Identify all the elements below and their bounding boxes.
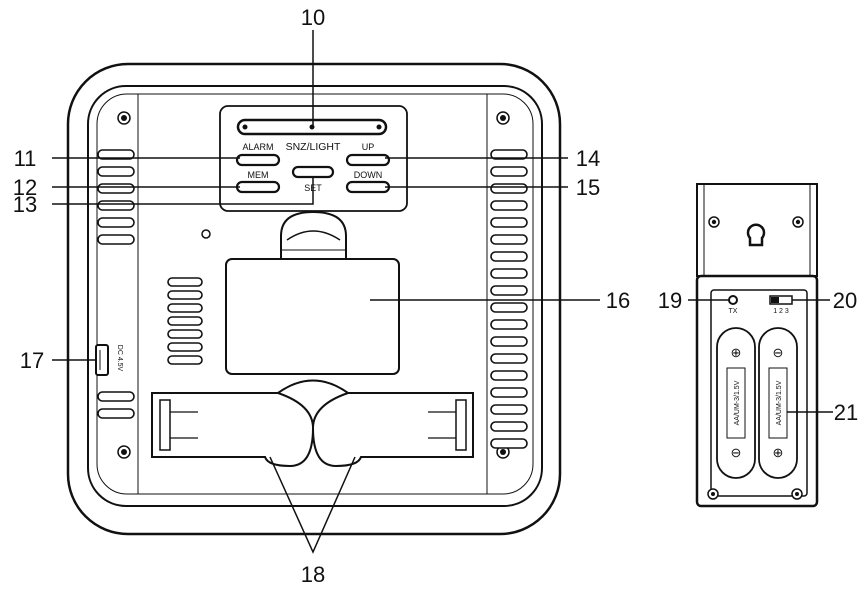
- battery-clip-right: [455, 399, 467, 451]
- stand-cover[interactable]: [225, 258, 400, 375]
- vent-slot: [490, 200, 528, 211]
- vent-slots-right: [490, 149, 528, 449]
- speaker-slot: [167, 329, 203, 339]
- vent-slot: [490, 149, 528, 160]
- channel-switch-knob: [771, 297, 779, 303]
- leader-lines: [52, 30, 833, 554]
- up-button-label: UP: [362, 142, 375, 152]
- vent-slot: [490, 251, 528, 262]
- hinge-curve: [286, 230, 341, 241]
- vent-slot: [490, 421, 528, 432]
- alarm-button-label: ALARM: [242, 142, 273, 152]
- callout-11: 11: [14, 146, 37, 171]
- tx-label: TX: [729, 308, 738, 315]
- dc-jack[interactable]: [95, 344, 109, 376]
- main-inner-frame: [96, 93, 534, 495]
- mem-button[interactable]: [235, 180, 281, 194]
- speaker-grille: [167, 277, 203, 365]
- callout-14: 14: [576, 146, 600, 171]
- battery-notch-top: [277, 379, 349, 394]
- callout-16: 16: [606, 288, 630, 313]
- screw-bottom-right: [496, 445, 510, 459]
- callout-18: 18: [301, 562, 325, 587]
- sensor-unit: TX 1 2 3 ⊕ AA/UM-3/1.5V ⊖ ⊖ AA/UM-3/1.5V…: [695, 183, 819, 508]
- vent-slot: [97, 149, 135, 160]
- callout-13: 13: [13, 192, 37, 217]
- callout-12: 12: [13, 175, 37, 200]
- vent-slot: [490, 234, 528, 245]
- dc-jack-label: DC 4.5V: [116, 345, 123, 372]
- screw-top-left: [117, 111, 131, 125]
- callout-10: 10: [301, 5, 325, 30]
- callout-20: 20: [833, 288, 857, 313]
- reset-hole: [201, 229, 211, 239]
- battery-left-label: AA/UM-3/1.5V: [734, 380, 741, 425]
- snz-bar-dot-right: [376, 124, 382, 130]
- vent-slot: [490, 217, 528, 228]
- vent-slot: [490, 353, 528, 364]
- callout-19: 19: [658, 288, 682, 313]
- battery-right-plus: ⊕: [773, 445, 784, 460]
- stand-hinge: [280, 210, 347, 258]
- vent-slot: [97, 166, 135, 177]
- vent-slot: [97, 183, 135, 194]
- speaker-slot: [167, 355, 203, 365]
- mem-button-label: MEM: [248, 170, 269, 180]
- sensor-battery-left: ⊕ AA/UM-3/1.5V ⊖: [716, 327, 756, 479]
- battery-slot-left[interactable]: [151, 392, 315, 468]
- screw-top-right: [496, 111, 510, 125]
- vent-slots-left: [97, 149, 135, 419]
- vent-slot: [490, 387, 528, 398]
- battery-compartment: [151, 379, 474, 468]
- down-button-label: DOWN: [354, 170, 383, 180]
- snz-light-label: SNZ/LIGHT: [286, 141, 341, 153]
- vent-slot: [490, 319, 528, 330]
- battery-right-label-box: [768, 367, 788, 439]
- battery-left-plus: ⊕: [731, 345, 742, 360]
- vent-slot: [97, 391, 135, 402]
- up-button[interactable]: [345, 153, 391, 167]
- callout-21: 21: [834, 400, 858, 425]
- speaker-slot: [167, 316, 203, 326]
- sensor-battery-right: ⊖ AA/UM-3/1.5V ⊕: [758, 327, 798, 479]
- battery-left-minus: ⊖: [731, 445, 742, 460]
- snz-bar-dot-left: [242, 124, 248, 130]
- battery-slot-right[interactable]: [311, 392, 474, 468]
- callout-17: 17: [20, 348, 44, 373]
- battery-right-minus: ⊖: [773, 345, 784, 360]
- speaker-slot: [167, 290, 203, 300]
- alarm-button[interactable]: [235, 153, 281, 167]
- speaker-slot: [167, 277, 203, 287]
- main-unit: SNZ/LIGHT ALARM UP MEM SET DOWN DC 4.5V: [66, 62, 562, 536]
- down-button[interactable]: [345, 180, 391, 194]
- vent-slot: [490, 302, 528, 313]
- vent-slot: [490, 370, 528, 381]
- set-button[interactable]: [291, 165, 335, 179]
- battery-left-label-box: [726, 367, 746, 439]
- vent-slot: [490, 404, 528, 415]
- vent-slot: [97, 217, 135, 228]
- keyhole-hanger: [746, 223, 766, 247]
- speaker-slot: [167, 303, 203, 313]
- vent-slot: [490, 183, 528, 194]
- battery-clip-left: [159, 399, 171, 451]
- vent-slot: [490, 166, 528, 177]
- leader-13: [52, 178, 314, 205]
- vent-slot: [490, 438, 528, 449]
- vent-slot: [97, 408, 135, 419]
- callout-numbers: 10 11 12 13 14 15 16 17 18 19 20 21: [13, 5, 858, 587]
- vent-slot: [490, 285, 528, 296]
- tx-led: [728, 295, 738, 305]
- channel-switch-label: 1 2 3: [773, 308, 789, 315]
- speaker-slot: [167, 342, 203, 352]
- vent-slot: [97, 234, 135, 245]
- battery-right-label: AA/UM-3/1.5V: [776, 380, 783, 425]
- vent-slot: [97, 200, 135, 211]
- vent-slot: [490, 268, 528, 279]
- callout-15: 15: [576, 175, 600, 200]
- leader-18: [269, 456, 356, 554]
- vent-slot: [490, 336, 528, 347]
- screw-bottom-left: [117, 445, 131, 459]
